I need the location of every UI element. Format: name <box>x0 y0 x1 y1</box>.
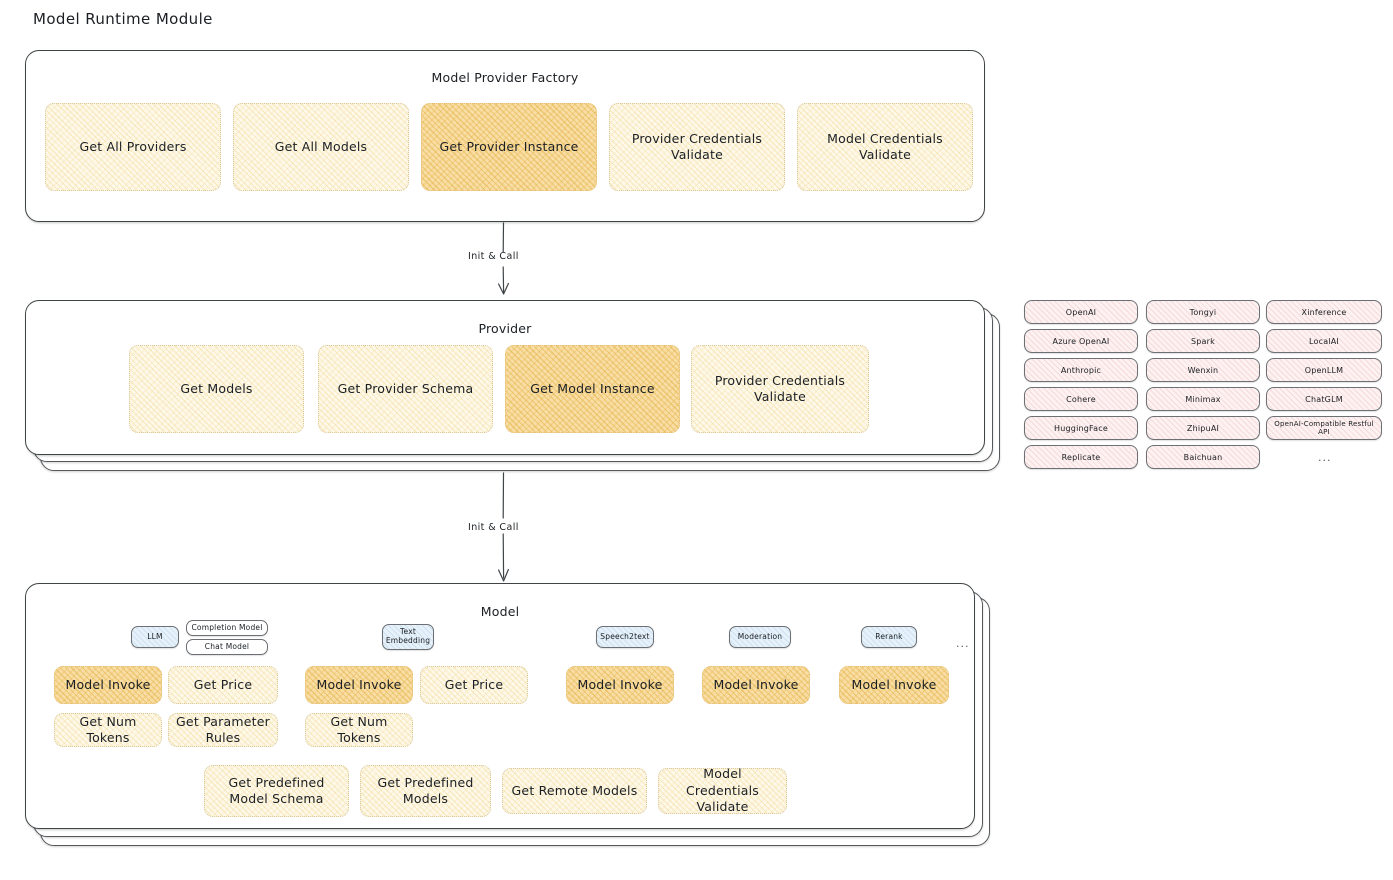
model-type-tag-text-embedding[interactable]: Text Embedding <box>382 624 434 650</box>
arrow-provider-to-model: Init & Call <box>460 472 550 587</box>
provider-box-get-provider-schema[interactable]: Get Provider Schema <box>318 345 493 433</box>
arrow-label-provider-to-model: Init & Call <box>468 522 519 533</box>
model-subtype-tag-chat-model[interactable]: Chat Model <box>186 639 268 655</box>
model-method-llm-get-parameter-rules[interactable]: Get Parameter Rules <box>168 713 278 747</box>
function-box-label: Get Predefined Model Schema <box>228 774 325 807</box>
provider-tag-localai[interactable]: LocalAI <box>1266 329 1382 353</box>
model-types-more-ellipsis: ... <box>956 637 970 650</box>
arrow-factory-to-provider: Init & Call <box>460 222 550 300</box>
function-box-label: Model Credentials Validate <box>685 766 760 815</box>
arrow-label-factory-to-provider: Init & Call <box>468 251 519 262</box>
provider-tag-cohere[interactable]: Cohere <box>1024 387 1138 411</box>
model-common-method-get-remote-models[interactable]: Get Remote Models <box>502 768 647 814</box>
function-box-label: Get Model Instance <box>530 380 655 396</box>
function-box-label: Model Invoke <box>577 676 663 692</box>
provider-box-get-models[interactable]: Get Models <box>129 345 304 433</box>
model-method-moderation-model-invoke[interactable]: Model Invoke <box>702 666 810 704</box>
model-common-method-get-predefined-models[interactable]: Get Predefined Models <box>360 765 491 817</box>
factory-box-get-all-providers[interactable]: Get All Providers <box>45 103 221 191</box>
arrow-line-icon <box>498 472 509 582</box>
factory-box-get-provider-instance[interactable]: Get Provider Instance <box>421 103 597 191</box>
function-box-label: Model Credentials Validate <box>827 130 943 163</box>
model-type-tag-speech2text[interactable]: Speech2text <box>596 626 654 648</box>
model-type-tag-rerank[interactable]: Rerank <box>861 626 917 648</box>
function-box-label: Get Provider Instance <box>439 138 579 154</box>
provider-tag-minimax[interactable]: Minimax <box>1146 387 1260 411</box>
provider-list-more-ellipsis: ... <box>1318 451 1332 464</box>
model-subtype-tag-completion-model[interactable]: Completion Model <box>186 620 268 636</box>
factory-box-get-all-models[interactable]: Get All Models <box>233 103 409 191</box>
function-box-label: Get Price <box>193 676 253 692</box>
function-box-label: Get Parameter Rules <box>176 713 270 746</box>
function-box-label: Get Remote Models <box>511 782 638 798</box>
provider-panel: Provider Get Models Get Provider Schema Ge… <box>25 300 985 455</box>
model-method-llm-get-price[interactable]: Get Price <box>168 666 278 704</box>
function-box-label: Model Invoke <box>65 676 151 692</box>
model-method-speech2text-model-invoke[interactable]: Model Invoke <box>566 666 674 704</box>
model-type-tag-moderation[interactable]: Moderation <box>729 626 791 648</box>
page-title: Model Runtime Module <box>33 10 213 28</box>
model-method-text-embedding-get-num-tokens[interactable]: Get Num Tokens <box>305 713 413 747</box>
model-title: Model <box>480 604 520 619</box>
factory-box-provider-credentials-validate[interactable]: Provider Credentials Validate <box>609 103 785 191</box>
provider-tag-tongyi[interactable]: Tongyi <box>1146 300 1260 324</box>
provider-tag-spark[interactable]: Spark <box>1146 329 1260 353</box>
function-box-label: Provider Credentials Validate <box>631 130 763 163</box>
provider-tag-baichuan[interactable]: Baichuan <box>1146 445 1260 469</box>
provider-tag-zhipuai[interactable]: ZhipuAI <box>1146 416 1260 440</box>
provider-tag-huggingface[interactable]: HuggingFace <box>1024 416 1138 440</box>
provider-box-provider-credentials-validate[interactable]: Provider Credentials Validate <box>691 345 869 433</box>
function-box-label: Model Invoke <box>713 676 799 692</box>
factory-box-model-credentials-validate[interactable]: Model Credentials Validate <box>797 103 973 191</box>
model-provider-factory-title: Model Provider Factory <box>431 70 579 85</box>
function-box-label: Get Num Tokens <box>330 713 388 746</box>
function-box-label: Model Invoke <box>851 676 937 692</box>
provider-title: Provider <box>478 321 532 336</box>
model-method-text-embedding-model-invoke[interactable]: Model Invoke <box>305 666 413 704</box>
function-box-label: Model Invoke <box>316 676 402 692</box>
model-type-tag-llm[interactable]: LLM <box>131 626 179 648</box>
function-box-label: Get All Models <box>274 138 368 154</box>
provider-tag-chatglm[interactable]: ChatGLM <box>1266 387 1382 411</box>
function-box-label: Get Price <box>444 676 504 692</box>
provider-box-get-model-instance[interactable]: Get Model Instance <box>505 345 680 433</box>
model-common-method-get-predefined-model-schema[interactable]: Get Predefined Model Schema <box>204 765 349 817</box>
model-provider-factory-panel: Model Provider Factory Get All Providers… <box>25 50 985 222</box>
model-method-text-embedding-get-price[interactable]: Get Price <box>420 666 528 704</box>
provider-tag-openai-compatible-restful-api[interactable]: OpenAI-Compatible Restful API <box>1266 416 1382 440</box>
function-box-label: Provider Credentials Validate <box>714 372 846 405</box>
function-box-label: Get Num Tokens <box>79 713 137 746</box>
function-box-label: Get All Providers <box>79 138 187 154</box>
model-method-llm-get-num-tokens[interactable]: Get Num Tokens <box>54 713 162 747</box>
provider-tag-anthropic[interactable]: Anthropic <box>1024 358 1138 382</box>
function-box-label: Get Predefined Models <box>377 774 474 807</box>
provider-tag-wenxin[interactable]: Wenxin <box>1146 358 1260 382</box>
provider-tag-azure-openai[interactable]: Azure OpenAI <box>1024 329 1138 353</box>
model-method-rerank-model-invoke[interactable]: Model Invoke <box>839 666 949 704</box>
provider-tag-openai[interactable]: OpenAI <box>1024 300 1138 324</box>
model-method-llm-model-invoke[interactable]: Model Invoke <box>54 666 162 704</box>
arrow-line-icon <box>498 222 509 295</box>
provider-tag-xinference[interactable]: Xinference <box>1266 300 1382 324</box>
provider-tag-replicate[interactable]: Replicate <box>1024 445 1138 469</box>
provider-tag-openllm[interactable]: OpenLLM <box>1266 358 1382 382</box>
function-box-label: Get Models <box>180 380 253 396</box>
function-box-label: Get Provider Schema <box>337 380 474 396</box>
model-common-method-model-credentials-validate[interactable]: Model Credentials Validate <box>658 766 787 815</box>
